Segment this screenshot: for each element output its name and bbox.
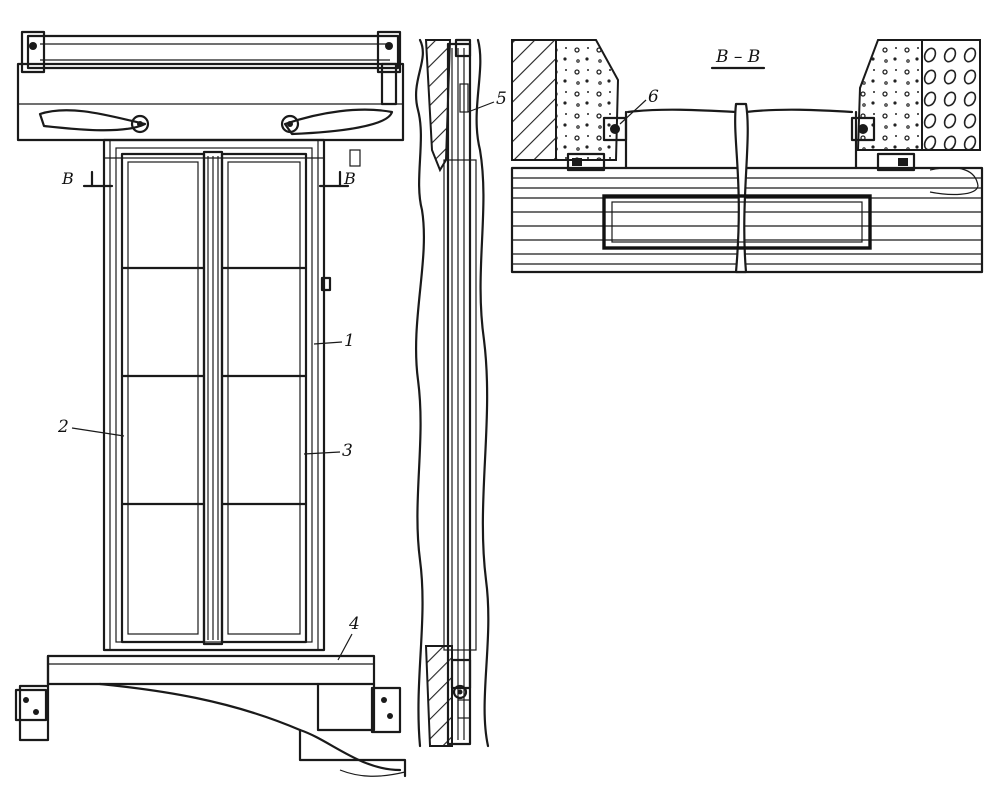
door-frame	[102, 138, 326, 652]
fastener-left	[602, 116, 628, 142]
side-rail	[446, 42, 472, 746]
section-mark-right: В	[343, 169, 356, 188]
labels: 1 2 3 4 5 6 В В В – В	[57, 47, 766, 661]
label-bottom-bracket: 4	[348, 614, 360, 634]
section-title: В – В	[715, 47, 760, 67]
top-track	[26, 34, 400, 70]
right-wall-hatch	[921, 39, 981, 151]
side-view	[414, 38, 490, 748]
label-glazing-bar: 3	[342, 441, 353, 461]
section-view	[510, 39, 984, 274]
central-duct	[602, 194, 872, 250]
right-wall-concrete	[856, 39, 927, 151]
label-side-rail: 5	[496, 89, 507, 109]
label-door-frame: 2	[57, 417, 69, 437]
fastener-right	[850, 116, 876, 142]
left-wall-concrete	[555, 39, 620, 161]
label-fastener: 6	[648, 87, 659, 107]
center-seal	[202, 150, 224, 646]
left-door-leaf	[120, 152, 206, 644]
bottom-bracket	[46, 654, 376, 686]
left-wall-hatch	[511, 39, 564, 161]
section-mark-left: В	[61, 169, 74, 188]
label-door-leaf: 1	[344, 331, 355, 351]
front-view	[14, 30, 407, 778]
right-door-leaf	[220, 152, 308, 644]
